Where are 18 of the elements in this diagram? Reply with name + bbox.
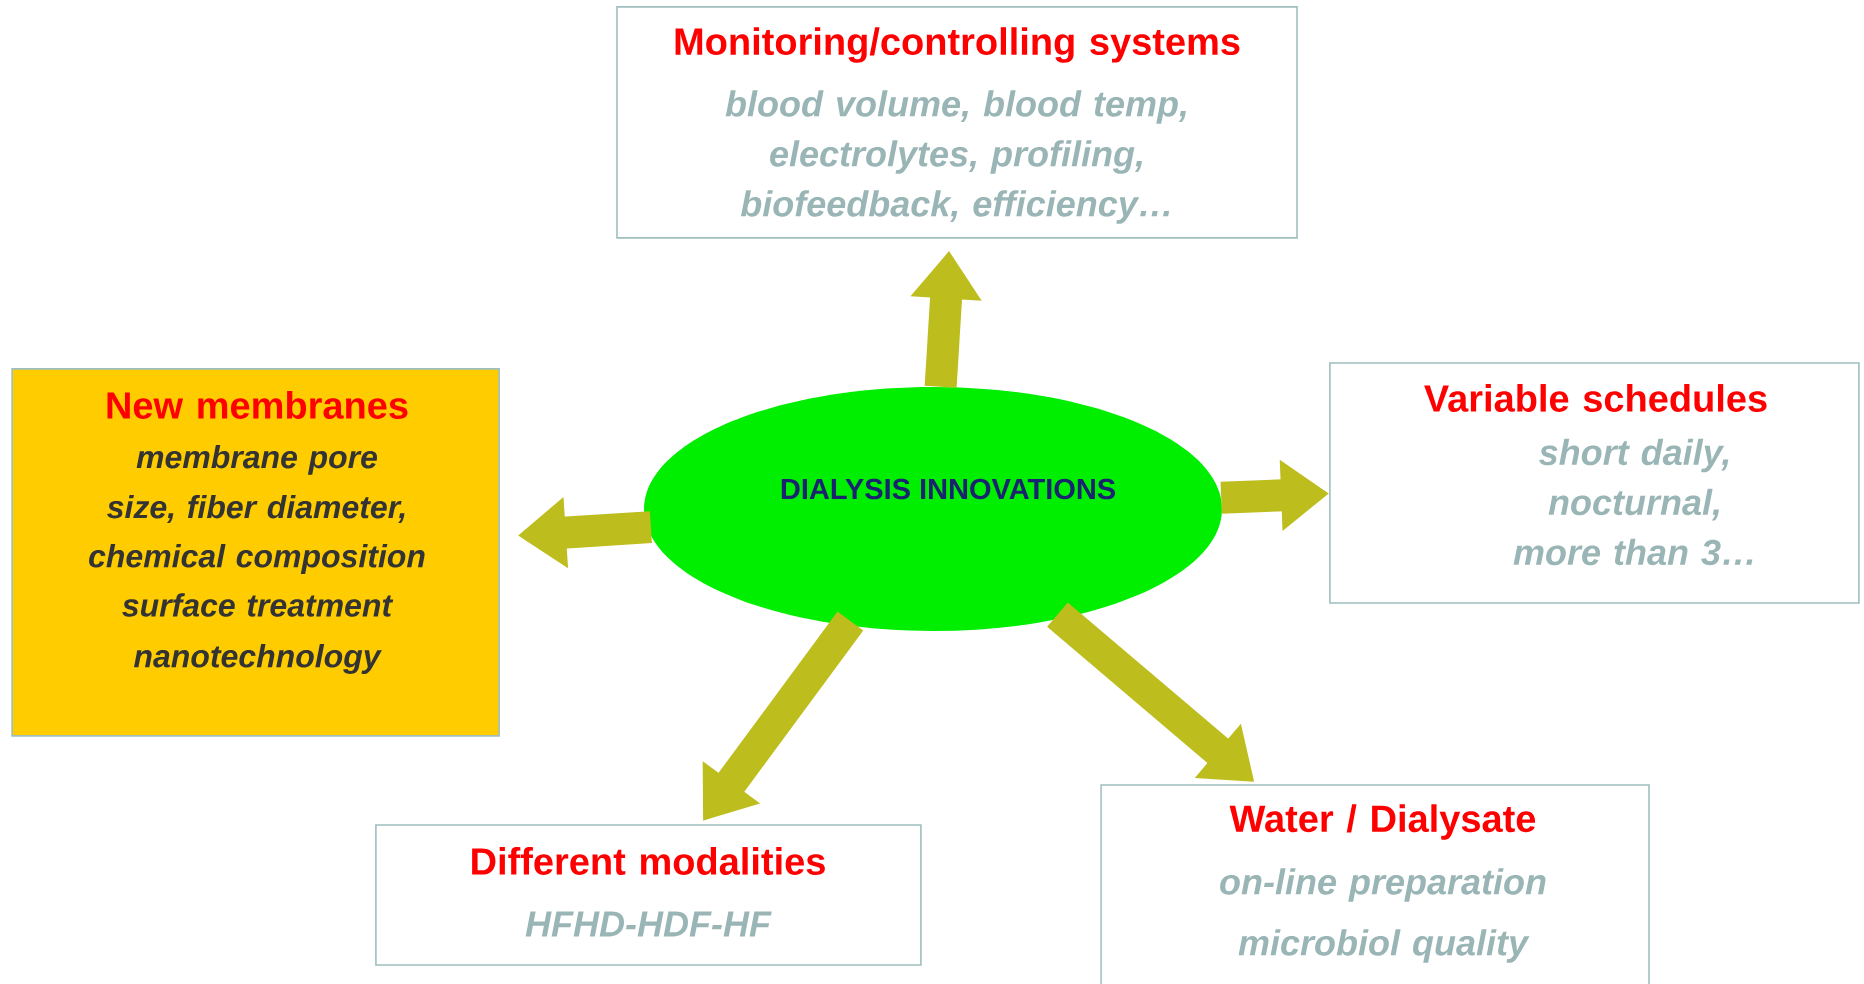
box-heading: Variable schedules [1424,384,1767,412]
box-heading: Water / Dialysate [1229,804,1536,840]
text-box [11,368,500,737]
body-text: blood volume, blood temp, electrolytes, profiling, biofeedback, efficiency… [725,90,1186,224]
text-box [616,6,1298,239]
box-heading: New membranes [107,391,408,419]
body-text: nanotechnology [134,644,382,674]
body-text: short daily, nocturnal, more than 3… [1513,438,1753,566]
body-text: microbiol quality [1238,929,1530,963]
text-box [1100,784,1650,984]
body-text: on-line preparation [1220,868,1546,902]
body-text: chemical composition [89,544,425,574]
box-heading: Monitoring/controlling systems [675,27,1240,63]
text-box [375,824,922,966]
body-text: surface treatment [122,593,394,617]
body-text: HFHD-HDF-HF [525,911,772,937]
text-box [1329,362,1860,604]
box-heading: Different modalities [472,847,825,875]
